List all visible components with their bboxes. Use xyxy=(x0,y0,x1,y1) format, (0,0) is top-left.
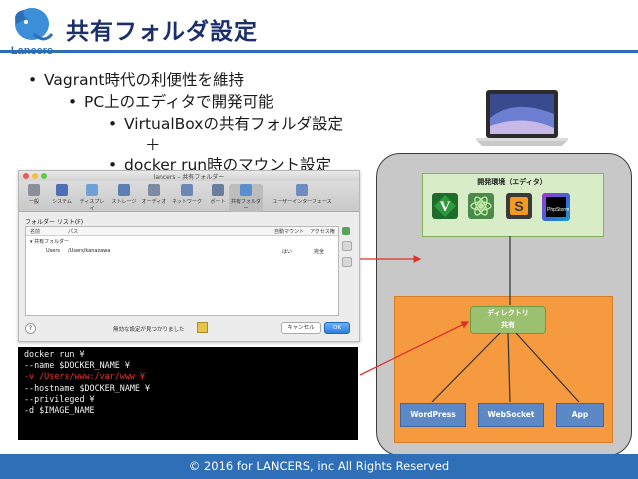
cancel-button[interactable]: キャンセル xyxy=(281,322,321,334)
toolbar-label: ポート xyxy=(210,199,226,205)
terminal-line: docker run ¥ xyxy=(24,349,85,359)
toolbar-general[interactable]: 一般 xyxy=(21,184,47,205)
laptop-image xyxy=(476,90,568,146)
user-interface-icon xyxy=(296,184,308,196)
group-label: 共有フォルダー xyxy=(34,239,70,245)
atom-icon xyxy=(468,193,494,219)
app-box-wordpress: WordPress xyxy=(400,403,466,427)
slide-title: 共有フォルダ設定 xyxy=(66,19,258,45)
app-box-app: App xyxy=(556,403,604,427)
column-name[interactable]: 名前 xyxy=(30,229,41,235)
toolbar-network[interactable]: ネットワーク xyxy=(171,184,203,205)
row-automount: はい xyxy=(282,249,293,255)
toolbar-label: 共有フォルダー xyxy=(230,199,261,212)
table-side-buttons xyxy=(342,227,352,273)
toolbar-label: ネットワーク xyxy=(171,199,202,205)
plus-sign: ＋ xyxy=(145,136,161,154)
audio-icon xyxy=(148,184,160,196)
bullet-1: •Vagrant時代の利便性を維持 xyxy=(28,71,245,89)
toolbar-display[interactable]: ディスプレイ xyxy=(79,184,105,212)
phpstorm-text: PhpStorm xyxy=(547,207,570,213)
bullet-2: •PC上のエディタで開発可能 xyxy=(68,93,274,111)
terminal-line: --privileged ¥ xyxy=(24,393,95,404)
toolbar-label: ディスプレイ xyxy=(79,199,105,212)
vim-icon: V xyxy=(432,193,458,219)
ide-label: 開発環境（エディタ） xyxy=(477,178,547,186)
terminal-line: -d $IMAGE_NAME xyxy=(24,404,95,415)
folder-list-label: フォルダー リスト(F) xyxy=(25,219,84,226)
display-icon xyxy=(86,184,98,196)
phpstorm-icon: PhpStorm xyxy=(542,193,570,221)
row-name: Users xyxy=(46,248,61,254)
terminal-line-highlight: -v /Users/www:/var/www ¥ xyxy=(24,371,146,382)
ports-icon xyxy=(212,184,224,196)
zoom-window-button[interactable] xyxy=(41,173,47,179)
column-path[interactable]: パス xyxy=(68,229,79,235)
edit-folder-icon[interactable] xyxy=(342,241,352,251)
svg-text:V: V xyxy=(440,199,451,215)
table-header xyxy=(26,227,338,236)
row-path: /Users/kanazawa xyxy=(68,248,111,254)
terminal-docker-command: docker run ¥ --name $DOCKER_NAME ¥ -v /U… xyxy=(18,347,358,440)
terminal-line: --hostname $DOCKER_NAME ¥ xyxy=(24,382,151,393)
ok-button[interactable]: OK xyxy=(324,322,350,334)
toolbar-label: ストレージ xyxy=(111,199,137,205)
dir-label-line1: ディレクトリ xyxy=(487,309,529,317)
footer-copyright: © 2016 for LANCERS, inc All Rights Reser… xyxy=(0,454,638,479)
system-icon xyxy=(56,184,68,196)
close-window-button[interactable] xyxy=(23,173,29,179)
toolbar-user-interface[interactable]: ユーザーインターフェース xyxy=(267,184,337,205)
column-access[interactable]: アクセス権 xyxy=(310,229,335,235)
window-title: lancers – 共有フォルダー xyxy=(153,174,225,181)
toolbar-label: 一般 xyxy=(28,199,39,205)
toolbar-label: オーディオ xyxy=(141,199,167,205)
title-divider xyxy=(0,50,638,53)
network-icon xyxy=(181,184,193,196)
toolbar-audio[interactable]: オーディオ xyxy=(141,184,167,205)
help-button[interactable]: ? xyxy=(25,323,36,334)
toolbar-system[interactable]: システム xyxy=(49,184,75,205)
shared-folder-icon xyxy=(240,184,252,196)
app-box-websocket: WebSocket xyxy=(478,403,544,427)
disclosure-triangle-icon[interactable]: ▾ xyxy=(30,239,33,245)
virtualbox-shared-folder-window: lancers – 共有フォルダー 一般 システム ディスプレイ ストレージ オ… xyxy=(18,170,360,342)
toolbar-label: システム xyxy=(52,199,72,205)
dir-label-line2: 共有 xyxy=(501,321,515,329)
remove-folder-icon[interactable] xyxy=(342,257,352,267)
column-automount[interactable]: 自動マウント xyxy=(274,229,305,235)
toolbar-label: ユーザーインターフェース xyxy=(272,199,332,205)
terminal-line: --name $DOCKER_NAME ¥ xyxy=(24,360,130,371)
row-access: 完全 xyxy=(314,249,325,255)
bullet-text: Vagrant時代の利便性を維持 xyxy=(44,71,245,89)
bullet-text: PC上のエディタで開発可能 xyxy=(84,93,274,111)
minimize-window-button[interactable] xyxy=(32,173,38,179)
sublime-text-icon: S xyxy=(506,193,532,219)
bullet-text: VirtualBoxの共有フォルダ設定 xyxy=(124,115,343,133)
toolbar-ports[interactable]: ポート xyxy=(205,184,231,205)
add-folder-icon[interactable] xyxy=(342,227,350,235)
window-titlebar: lancers – 共有フォルダー xyxy=(19,171,359,181)
bullet-3: •VirtualBoxの共有フォルダ設定 xyxy=(108,115,343,133)
bullet-text: docker run時のマウント設定 xyxy=(124,156,332,174)
sublime-letter: S xyxy=(510,197,528,215)
storage-icon xyxy=(118,184,130,196)
warning-icon[interactable] xyxy=(197,322,208,333)
general-icon xyxy=(28,184,40,196)
bullet-4: •docker run時のマウント設定 xyxy=(108,156,332,174)
invalid-settings-text: 無効な設定が見つかりました xyxy=(113,327,185,333)
table-group-row[interactable]: ▾ 共有フォルダー xyxy=(30,238,69,245)
toolbar-shared-folders[interactable]: 共有フォルダー xyxy=(229,184,263,212)
shared-folder-table: 名前 パス 自動マウント アクセス権 ▾ 共有フォルダー Users /User… xyxy=(25,226,339,316)
settings-toolbar: 一般 システム ディスプレイ ストレージ オーディオ ネットワーク ポート 共有… xyxy=(19,181,359,212)
shared-directory-box: ディレクトリ 共有 xyxy=(470,306,546,334)
toolbar-storage[interactable]: ストレージ xyxy=(111,184,137,205)
